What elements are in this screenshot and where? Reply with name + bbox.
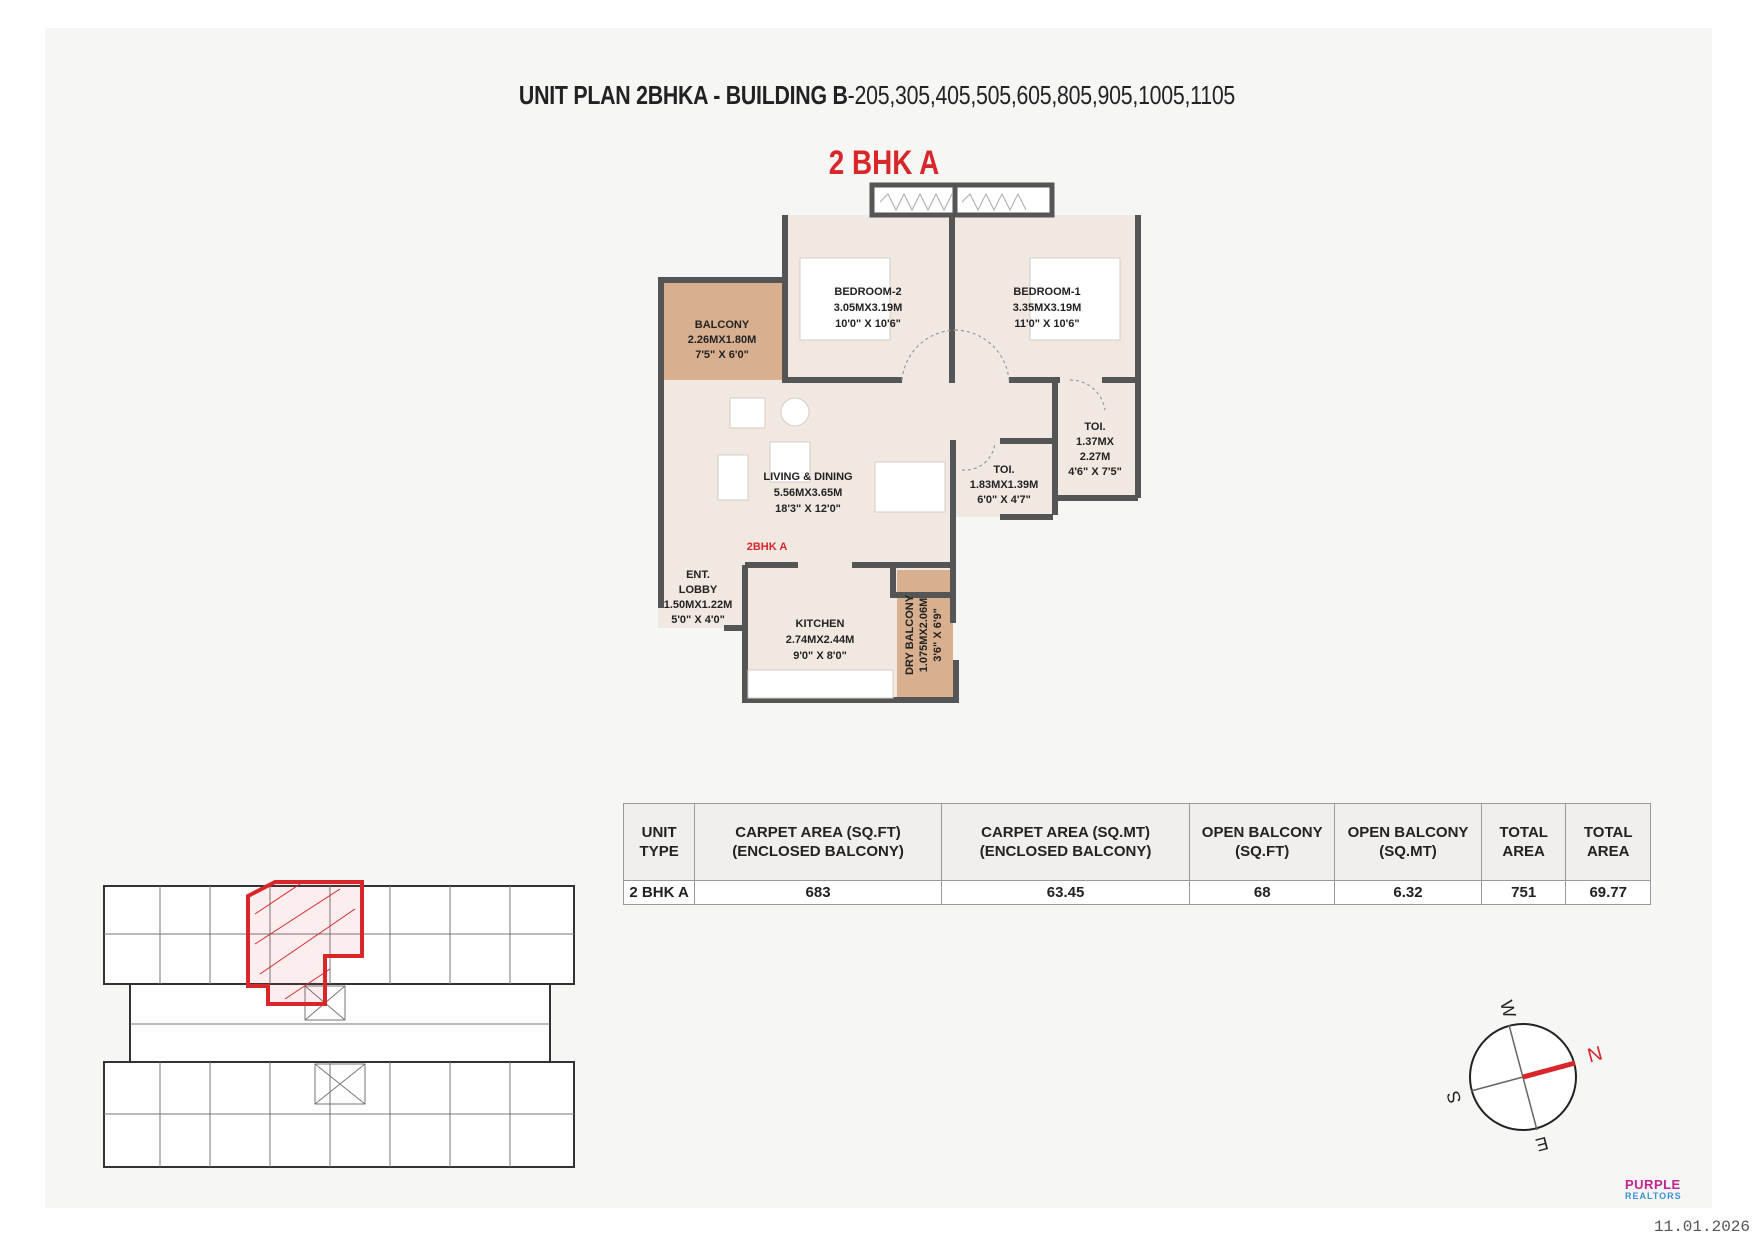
svg-text:10'0" X 10'6": 10'0" X 10'6" [835, 318, 901, 330]
kitchen-label: KITCHEN [796, 618, 845, 630]
purple-realtors-logo: PURPLE REALTORS [1625, 1177, 1682, 1201]
svg-text:11'0" X 10'6": 11'0" X 10'6" [1014, 318, 1079, 330]
svg-text:3.35MX3.19M: 3.35MX3.19M [1013, 302, 1081, 314]
unit-label: 2 BHK A [828, 144, 940, 182]
toilet2-area [953, 440, 1053, 517]
walls [658, 215, 1141, 703]
svg-text:5.56MX3.65M: 5.56MX3.65M [774, 487, 842, 499]
toilet1-label: TOI. [1084, 421, 1105, 433]
toilet1-area [1052, 380, 1138, 500]
dry-balcony-area [897, 570, 953, 700]
svg-text:1.83MX1.39M: 1.83MX1.39M [970, 479, 1038, 491]
svg-text:3'6" X 6'9": 3'6" X 6'9" [932, 608, 944, 662]
compass-icon: N S E W [1443, 998, 1605, 1155]
dry-balcony-label: DRY BALCONY [904, 594, 916, 675]
svg-text:N: N [1585, 1043, 1605, 1068]
bedroom2-label: BEDROOM-2 [834, 286, 901, 298]
floor-plan: BALCONY 2.26MX1.80M 7'5" X 6'0" BEDROOM-… [658, 182, 1141, 703]
svg-text:2.27M: 2.27M [1080, 451, 1111, 463]
svg-text:4'6" X 7'5": 4'6" X 7'5" [1068, 466, 1122, 478]
svg-text:6'0" X 4'7": 6'0" X 4'7" [977, 494, 1031, 506]
area-table: UNIT TYPE CARPET AREA (SQ.FT) (ENCLOSED … [622, 803, 1651, 905]
svg-text:2.26MX1.80M: 2.26MX1.80M [688, 334, 756, 346]
svg-text:1.37MX: 1.37MX [1076, 436, 1115, 448]
svg-text:7'5" X 6'0": 7'5" X 6'0" [695, 349, 749, 361]
balcony-area [658, 280, 783, 382]
svg-text:W: W [1496, 998, 1520, 1020]
svg-text:3.05MX3.19M: 3.05MX3.19M [834, 302, 902, 314]
svg-text:1.075MX2.06M: 1.075MX2.06M [918, 598, 930, 673]
svg-text:1.50MX1.22M: 1.50MX1.22M [664, 599, 732, 611]
svg-text:9'0" X 8'0": 9'0" X 8'0" [793, 650, 847, 662]
toilet2-label: TOI. [993, 464, 1014, 476]
balcony-label: BALCONY [695, 319, 750, 331]
lobby-area [658, 568, 744, 628]
svg-text:2.74MX2.44M: 2.74MX2.44M [786, 634, 854, 646]
table-row: 2 BHK A 683 63.45 68 6.32 751 69.77 [622, 880, 1651, 905]
bedroom1-label: BEDROOM-1 [1013, 286, 1080, 298]
svg-text:18'3" X 12'0": 18'3" X 12'0" [775, 503, 841, 515]
key-plan [103, 880, 575, 1168]
svg-text:5'0" X 4'0": 5'0" X 4'0" [671, 614, 725, 626]
svg-text:E: E [1534, 1133, 1551, 1155]
lobby-label: ENT. [686, 569, 710, 581]
unit-tag: 2BHK A [747, 541, 788, 553]
svg-text:LOBBY: LOBBY [679, 584, 718, 596]
page-title: UNIT PLAN 2BHKA - BUILDING B-205,305,405… [518, 80, 1236, 110]
svg-text:S: S [1443, 1089, 1465, 1106]
living-label: LIVING & DINING [763, 471, 852, 483]
date-stamp: 11.01.2026 [1653, 1218, 1750, 1236]
